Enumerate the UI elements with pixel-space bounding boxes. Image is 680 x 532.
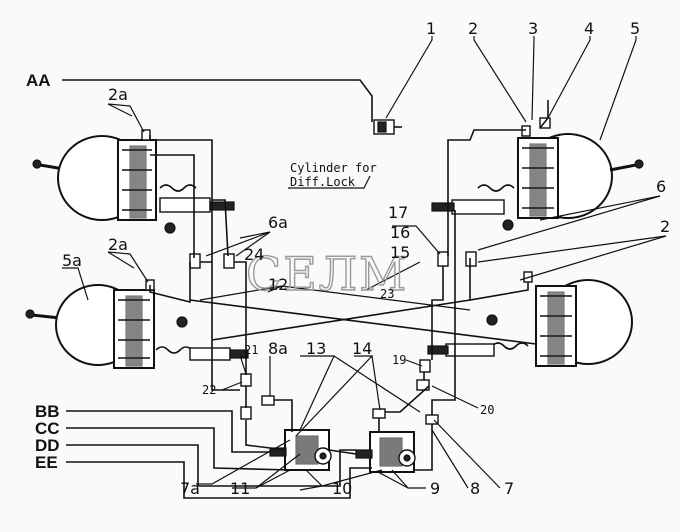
callout-6a: 6a: [268, 213, 288, 232]
port-ee-label: EE: [35, 453, 58, 472]
callout-labels: 1 2 3 4 5 6 2 2a 2a 5a 6a 24 12 23 17 16…: [62, 19, 670, 498]
air-lines: [62, 79, 549, 499]
callout-22: 22: [202, 383, 216, 397]
leader-lines: [62, 36, 667, 491]
callout-12: 12: [268, 275, 288, 294]
callout-16: 16: [390, 223, 410, 242]
cylinder-note-line2: Diff.Lock: [290, 175, 356, 189]
brake-chamber-mid-left: [25, 284, 249, 369]
callout-5: 5: [630, 19, 640, 38]
callout-11: 11: [230, 479, 250, 498]
callout-24: 24: [244, 245, 264, 264]
port-aa-label: AA: [26, 71, 51, 90]
callout-7: 7: [504, 479, 514, 498]
port-bb-label: BB: [35, 402, 60, 421]
relay-valve-left: [269, 429, 332, 471]
brake-chamber-mid-right: [427, 279, 633, 367]
callout-14: 14: [352, 339, 372, 358]
cylinder-note-line1: Cylinder for: [290, 161, 377, 175]
callout-2-right: 2: [660, 217, 670, 236]
callout-9: 9: [430, 479, 440, 498]
callout-13: 13: [306, 339, 326, 358]
brake-chamber-top-right: [431, 133, 644, 231]
callout-7a: 7a: [180, 479, 200, 498]
port-dd-label: DD: [35, 436, 60, 455]
callout-20: 20: [480, 403, 494, 417]
callout-3: 3: [528, 19, 538, 38]
callout-1: 1: [426, 19, 436, 38]
relay-valve-right: [355, 431, 416, 473]
callout-5a: 5a: [62, 251, 82, 270]
callout-6: 6: [656, 177, 666, 196]
callout-17: 17: [388, 203, 408, 222]
diff-lock-cylinder: [373, 119, 402, 135]
callout-10: 10: [332, 479, 352, 498]
callout-2-top: 2: [468, 19, 478, 38]
callout-15: 15: [390, 243, 410, 262]
callout-4: 4: [584, 19, 594, 38]
watermark-text: СЕЛМ: [246, 247, 408, 301]
port-cc-label: CC: [35, 419, 60, 438]
brake-chamber-top-left: [32, 135, 235, 234]
callout-8: 8: [470, 479, 480, 498]
callout-19: 19: [392, 353, 406, 367]
callout-2a-top: 2a: [108, 85, 128, 104]
callout-23: 23: [380, 287, 394, 301]
callout-2a-mid: 2a: [108, 235, 128, 254]
callout-21: 21: [244, 343, 258, 357]
callout-8a: 8a: [268, 339, 288, 358]
